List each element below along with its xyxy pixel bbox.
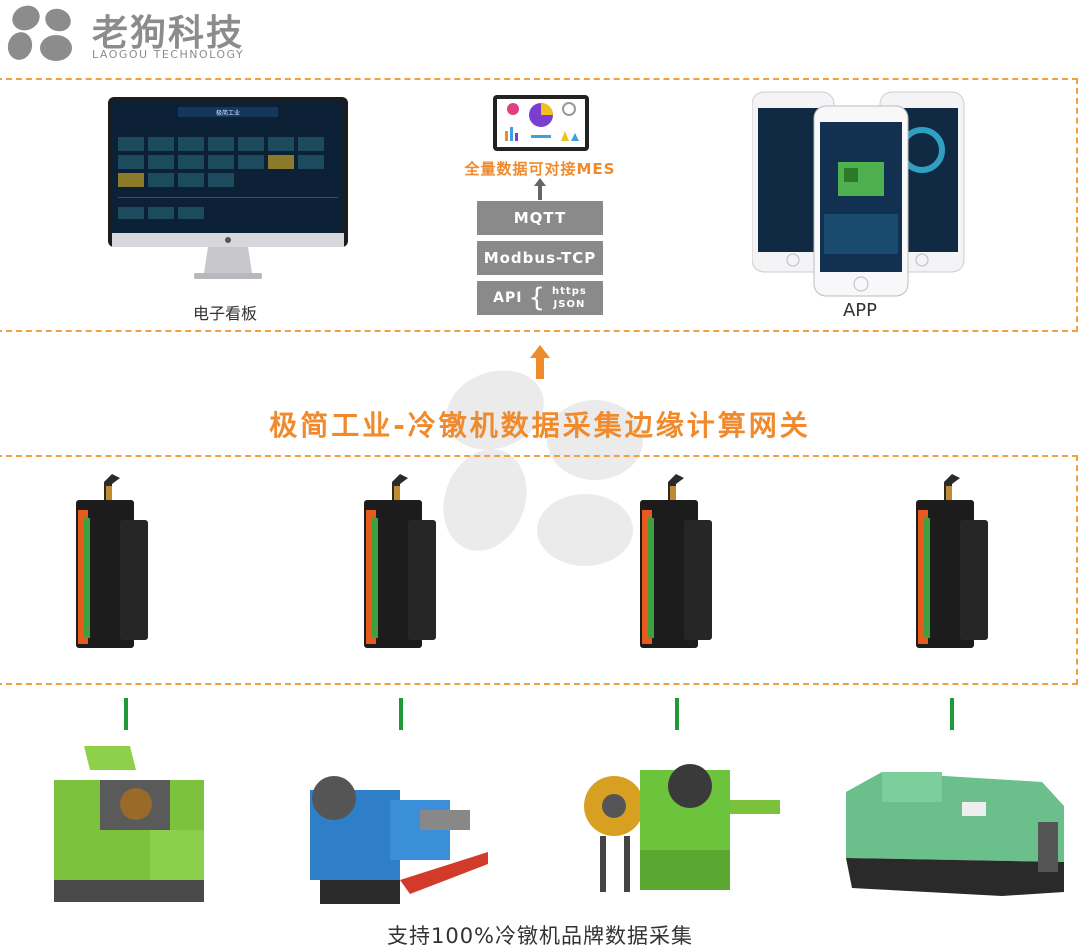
protocol-api: API { https JSON [477,281,603,315]
logo-subtext: LAOGOU TECHNOLOGY [92,48,245,61]
api-https: https [552,286,587,297]
connector-line [950,698,954,730]
tablet-chart-image [493,95,589,151]
screen-title: 极简工业 [216,109,240,117]
dashboard-monitor-image: 极简工业 [108,97,348,279]
cold-heading-machine-image [846,772,1064,896]
mobile-app-phones-image [752,91,965,297]
brace-icon: { [528,283,547,313]
app-caption: APP [842,300,878,321]
edge-gateway-device [640,474,712,648]
brand-support-text: 支持100%冷镦机品牌数据采集 [386,924,694,948]
edge-gateway-device [364,474,436,648]
watermark-paw-icon [443,370,643,566]
api-label: API [493,290,523,306]
edge-gateway-device [76,474,148,648]
connector-line [124,698,128,730]
cold-heading-machine-image [54,746,204,902]
top-output-section [0,78,1078,332]
logo-paw-icon [7,5,72,61]
cold-heading-machine-image [584,764,780,892]
gateway-section [0,455,1078,685]
cold-heading-machine-image [310,776,488,904]
api-formats: https JSON [552,285,587,311]
upload-arrow-icon [530,345,550,379]
edge-gateway-device [916,474,988,648]
api-json: JSON [553,299,586,310]
up-arrow-icon [534,178,546,200]
protocol-modbus-tcp: Modbus-TCP [477,241,603,275]
mes-integration-text: 全量数据可对接MES [464,160,616,178]
logo-text: 老狗科技 [92,13,245,54]
gateway-title: 极简工业-冷镦机数据采集边缘计算网关 [269,409,811,442]
dashboard-caption: 电子看板 [192,304,257,323]
connector-line [399,698,403,730]
connector-line [675,698,679,730]
protocol-mqtt: MQTT [477,201,603,235]
